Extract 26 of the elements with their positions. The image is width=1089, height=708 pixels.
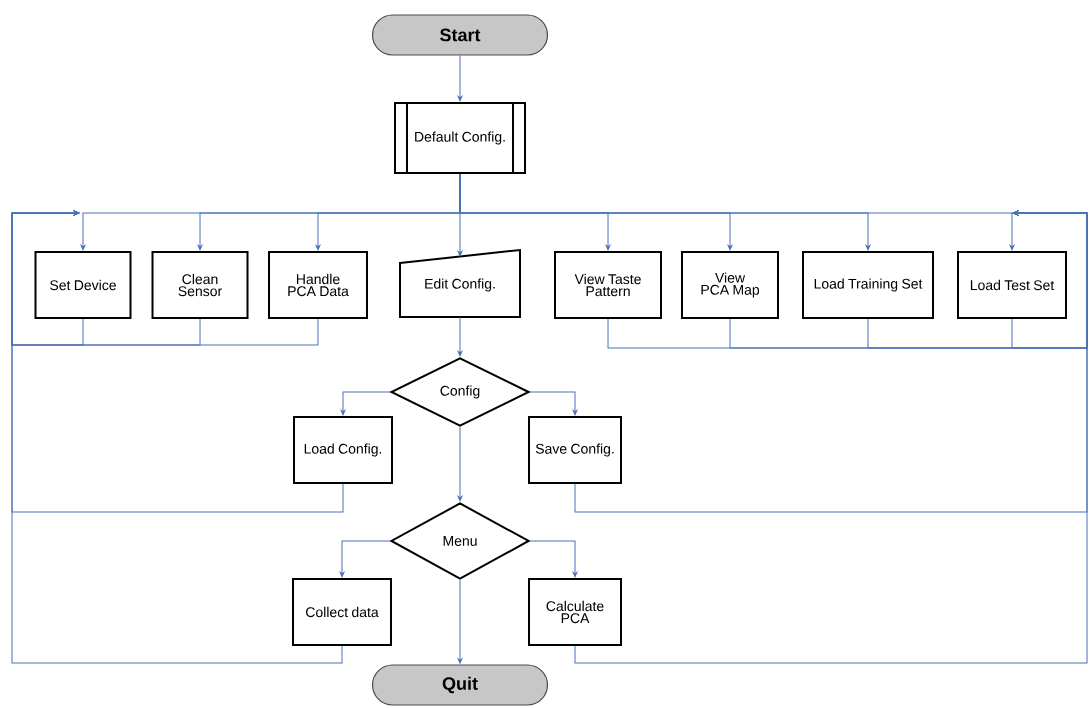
- predefined-process-box: Default Config.: [394, 101, 526, 175]
- process-box: Load Test Set: [957, 251, 1067, 319]
- arrow: [457, 579, 463, 664]
- arrow: [529, 540, 578, 578]
- process-box: Handle PCA Data: [268, 251, 368, 319]
- process-box: Load Training Set: [802, 251, 934, 319]
- arrow: [457, 55, 463, 102]
- arrow: [457, 316, 463, 357]
- manual-input-box: Edit Config.: [399, 248, 521, 318]
- process-box: View Taste Pattern: [554, 251, 662, 319]
- process-box: Calculate PCA: [528, 578, 622, 646]
- arrow: [459, 173, 1015, 251]
- arrow: [339, 540, 391, 578]
- process-box: Collect data: [292, 578, 392, 646]
- arrow: [340, 391, 391, 416]
- terminal-pill: Start: [371, 14, 549, 56]
- terminal-pill: Quit: [371, 664, 549, 706]
- process-box: Clean Sensor: [151, 251, 249, 319]
- process-box: Load Config.: [293, 416, 393, 484]
- arrow: [574, 210, 1088, 664]
- arrow: [11, 210, 343, 664]
- process-box: View PCA Map: [681, 251, 779, 319]
- process-box: Save Config.: [528, 416, 622, 484]
- arrow: [457, 426, 463, 502]
- arrow: [529, 391, 578, 416]
- process-box: Set Device: [34, 251, 132, 319]
